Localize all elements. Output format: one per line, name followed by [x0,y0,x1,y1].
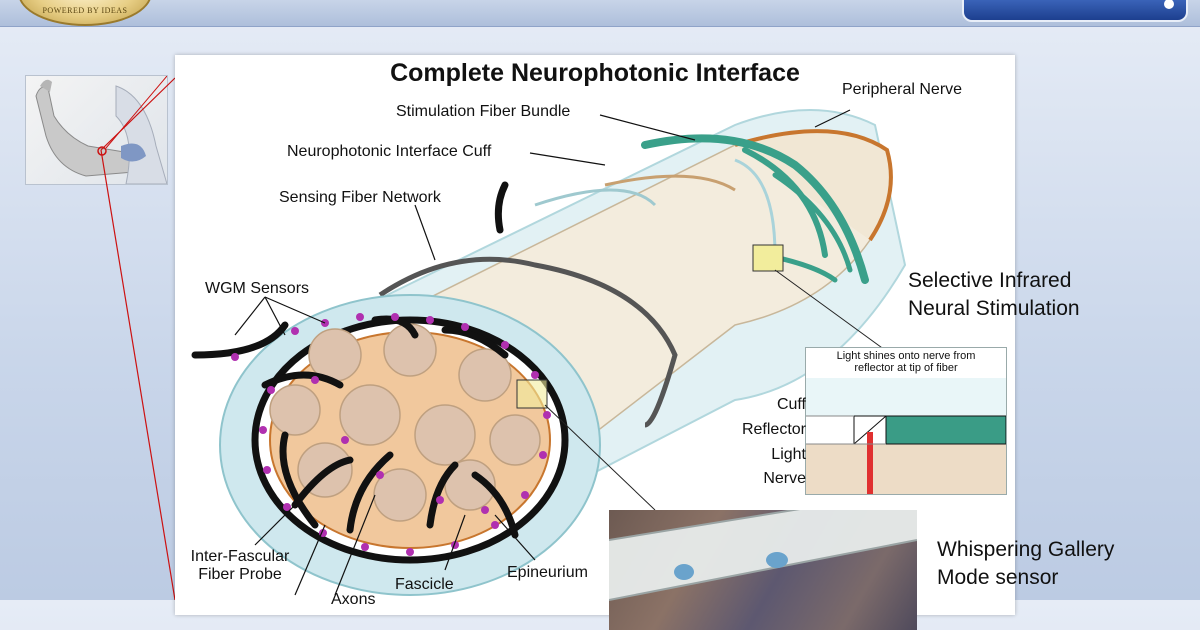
label-wgm-sensors: WGM Sensors [205,280,310,297]
sensing-fiber [378,256,678,428]
inset-illustration [806,378,1006,494]
label-inter-fascular-2: Fiber Probe [198,566,282,583]
label-axons: Axons [331,591,376,608]
label-interface-cuff: Neurophotonic Interface Cuff [287,143,492,160]
label-epineurium: Epineurium [507,564,588,581]
label-peripheral-nerve: Peripheral Nerve [842,81,963,98]
fascicles [269,323,541,522]
top-banner: POWERED BY IDEAS [0,0,1200,27]
diagram-title: Complete Neurophotonic Interface [390,59,800,87]
probe-fibers [191,315,519,539]
inset-label-nerve: Nerve [763,470,806,487]
callout-whispering-1: Whispering Gallery [937,538,1115,561]
label-stimulation-fiber-bundle: Stimulation Fiber Bundle [396,103,571,120]
inset-label-reflector: Reflector [741,421,806,438]
stim-fiber-1 [641,134,869,284]
callout-selective-2: Neural Stimulation [908,297,1080,320]
corner-dot-icon [1164,0,1174,9]
label-sensing-fiber-network: Sensing Fiber Network [279,189,441,206]
nerve-illustration [191,109,907,596]
label-fascicle: Fascicle [395,576,454,593]
wgm-sensor-photo [609,510,917,630]
inset-label-cuff: Cuff [776,396,806,413]
logo-tagline: POWERED BY IDEAS [42,6,128,15]
inset-caption-2: reflector at tip of fiber [854,362,958,374]
fiber-photo-illustration [609,510,917,601]
callout-whispering-2: Mode sensor [937,566,1059,589]
inset-label-light: Light [771,446,806,463]
corner-badge [962,0,1188,22]
diagram-panel: Complete Neurophotonic Interface [175,55,1015,630]
label-inter-fascular-1: Inter-Fascular [190,548,290,565]
reflector-inset: Light shines onto nerve from reflector a… [742,347,1007,495]
callout-selective-1: Selective Infrared [908,269,1072,292]
leader-lines [100,77,176,600]
inset-caption-1: Light shines onto nerve from [836,350,976,362]
